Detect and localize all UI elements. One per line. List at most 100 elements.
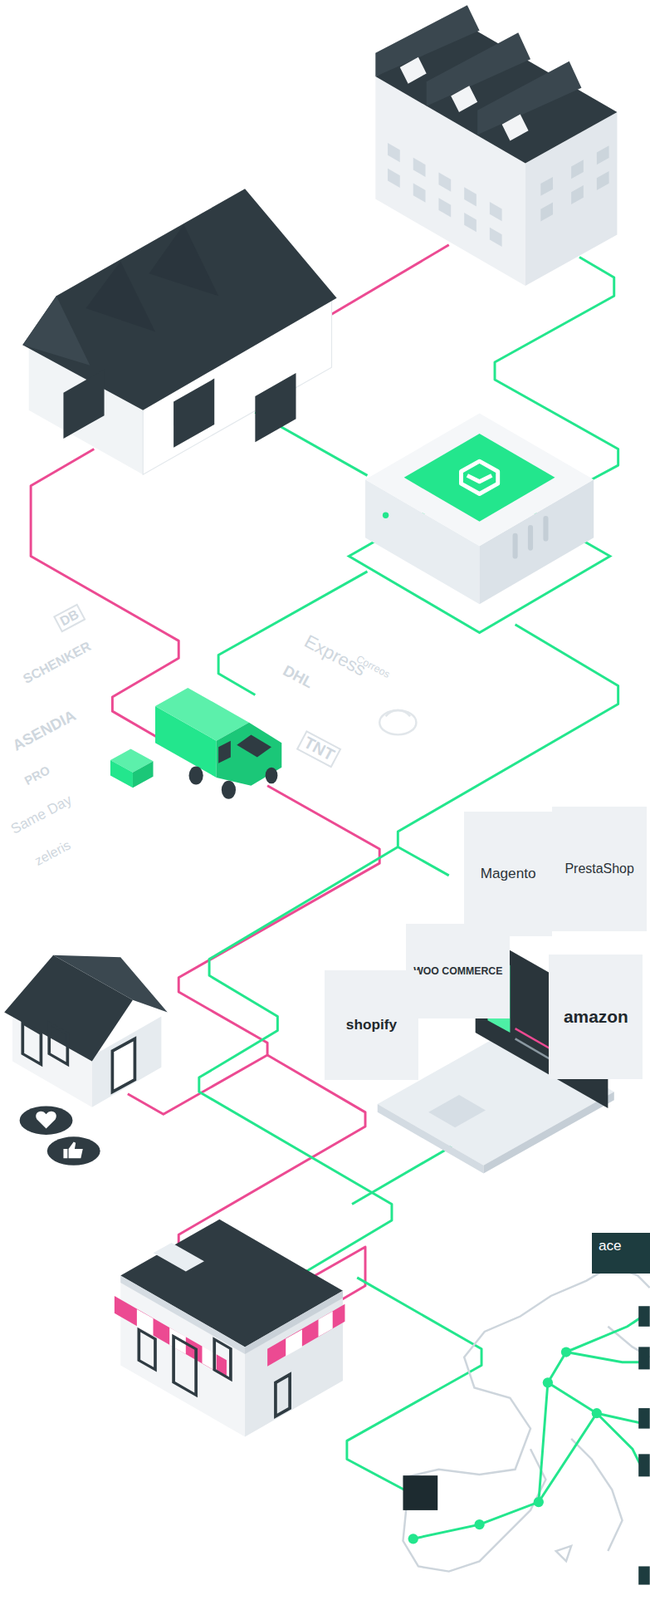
- illustration-part: [547, 1381, 597, 1413]
- carrier-logo-text: TNT: [296, 729, 343, 768]
- platform-name: ace: [598, 1236, 622, 1254]
- illustration-part: [542, 518, 548, 539]
- illustration-part: [477, 61, 582, 135]
- illustration-part: [218, 571, 367, 695]
- illustration-part: [538, 1315, 643, 1502]
- illustration-part: [540, 145, 609, 221]
- illustration-part: [413, 182, 426, 202]
- illustration-part: [30, 448, 179, 740]
- platform-name: shopify: [346, 1016, 397, 1033]
- illustration-part: [114, 1295, 227, 1377]
- illustration-part: [132, 760, 154, 787]
- illustration-part: [464, 186, 477, 206]
- carrier-logo-text: SCHENKER: [20, 638, 93, 687]
- illustration-part: [540, 176, 553, 196]
- platform-name: WOO COMMERCE: [413, 964, 503, 977]
- illustration-part: [561, 1345, 572, 1356]
- illustration-part: [63, 369, 104, 439]
- illustration-part: [138, 1295, 231, 1414]
- illustration-part: [638, 1304, 650, 1584]
- carrier-logo-text: Same Day: [8, 791, 75, 836]
- illustration-part: [214, 1338, 231, 1379]
- illustration-part: [571, 159, 584, 179]
- carrier-logo: [379, 709, 416, 734]
- illustration-part: [483, 1090, 615, 1173]
- illustration-part: [438, 171, 451, 191]
- illustration-part: [267, 1303, 345, 1366]
- illustration-part: [110, 759, 133, 787]
- illustration-part: [216, 722, 283, 786]
- europe-map: [402, 1264, 650, 1584]
- illustration-part: [638, 1564, 650, 1584]
- illustration-part: [438, 197, 451, 217]
- illustration-part: [571, 185, 584, 205]
- illustration-part: [527, 527, 533, 548]
- platform-card: PrestaShop: [552, 806, 647, 931]
- illustration-part: [318, 1309, 333, 1336]
- illustration-part: [596, 1412, 643, 1469]
- illustration-part: [189, 765, 204, 784]
- illustration-part: [413, 1412, 643, 1538]
- illustration-part: [515, 518, 547, 556]
- carrier-logo-text: Express: [300, 630, 369, 680]
- illustration-part: [22, 295, 90, 366]
- illustration-part: [413, 1315, 643, 1539]
- customer-house: [4, 954, 168, 1165]
- platform-name: amazon: [563, 1006, 629, 1027]
- illustration-part: [408, 1532, 419, 1543]
- illustration-part: [365, 412, 594, 546]
- illustration-part: [502, 114, 529, 142]
- illustration-part: [596, 145, 610, 165]
- illustration-part: [591, 1407, 602, 1418]
- illustration-part: [35, 1110, 57, 1129]
- illustration-part: [85, 260, 156, 332]
- illustration-part: [63, 260, 296, 551]
- illustration-part: [387, 168, 401, 188]
- illustration-part: [48, 1022, 68, 1065]
- illustration-part: [382, 512, 389, 519]
- illustration-part: [638, 1452, 650, 1476]
- platform-name: PrestaShop: [564, 860, 634, 876]
- illustration-part: [460, 460, 498, 494]
- illustration-part: [387, 142, 503, 247]
- illustration-part: [408, 1345, 602, 1543]
- carrier-logo-text: DB: [53, 603, 86, 633]
- illustration-part: [22, 1006, 68, 1079]
- illustration-part: [515, 1027, 552, 1049]
- illustration-part: [379, 709, 416, 734]
- factory: [375, 4, 617, 286]
- pink-routes: [30, 244, 450, 1320]
- illustration-part: [402, 1264, 650, 1570]
- carrier-logo-text: ASENDIA: [9, 706, 79, 754]
- illustration-part: [149, 224, 220, 296]
- platform-card: Magento: [464, 811, 553, 936]
- illustration-part: [236, 733, 272, 757]
- illustration-part: [47, 1135, 101, 1164]
- delivery-van: [110, 687, 282, 799]
- illustration-part: [254, 372, 296, 442]
- carrier-logo-text: zeleris: [32, 836, 74, 868]
- illustration-part: [387, 142, 401, 162]
- illustration-part: [275, 1373, 290, 1416]
- illustration-part: [221, 780, 236, 799]
- platform-card: shopify: [324, 969, 419, 1081]
- illustration-part: [533, 1495, 544, 1506]
- illustration-part: [428, 1094, 486, 1127]
- platform-server: [348, 412, 610, 632]
- illustration-part: [402, 1474, 438, 1510]
- illustration-part: [540, 202, 553, 222]
- shop-store: [114, 1218, 346, 1437]
- illustration-part: [53, 954, 168, 1012]
- illustration-part: [331, 244, 449, 315]
- platform-card: amazon: [548, 953, 643, 1079]
- illustration-part: [153, 1241, 205, 1271]
- platform-card: WOO COMMERCE: [405, 923, 510, 1017]
- illustration-part: [489, 201, 503, 221]
- illustration-part: [638, 1407, 650, 1428]
- illustration-part: [285, 1309, 333, 1355]
- illustration-part: [19, 1104, 74, 1134]
- illustration-part: [285, 1328, 303, 1355]
- illustration-part: [450, 85, 478, 113]
